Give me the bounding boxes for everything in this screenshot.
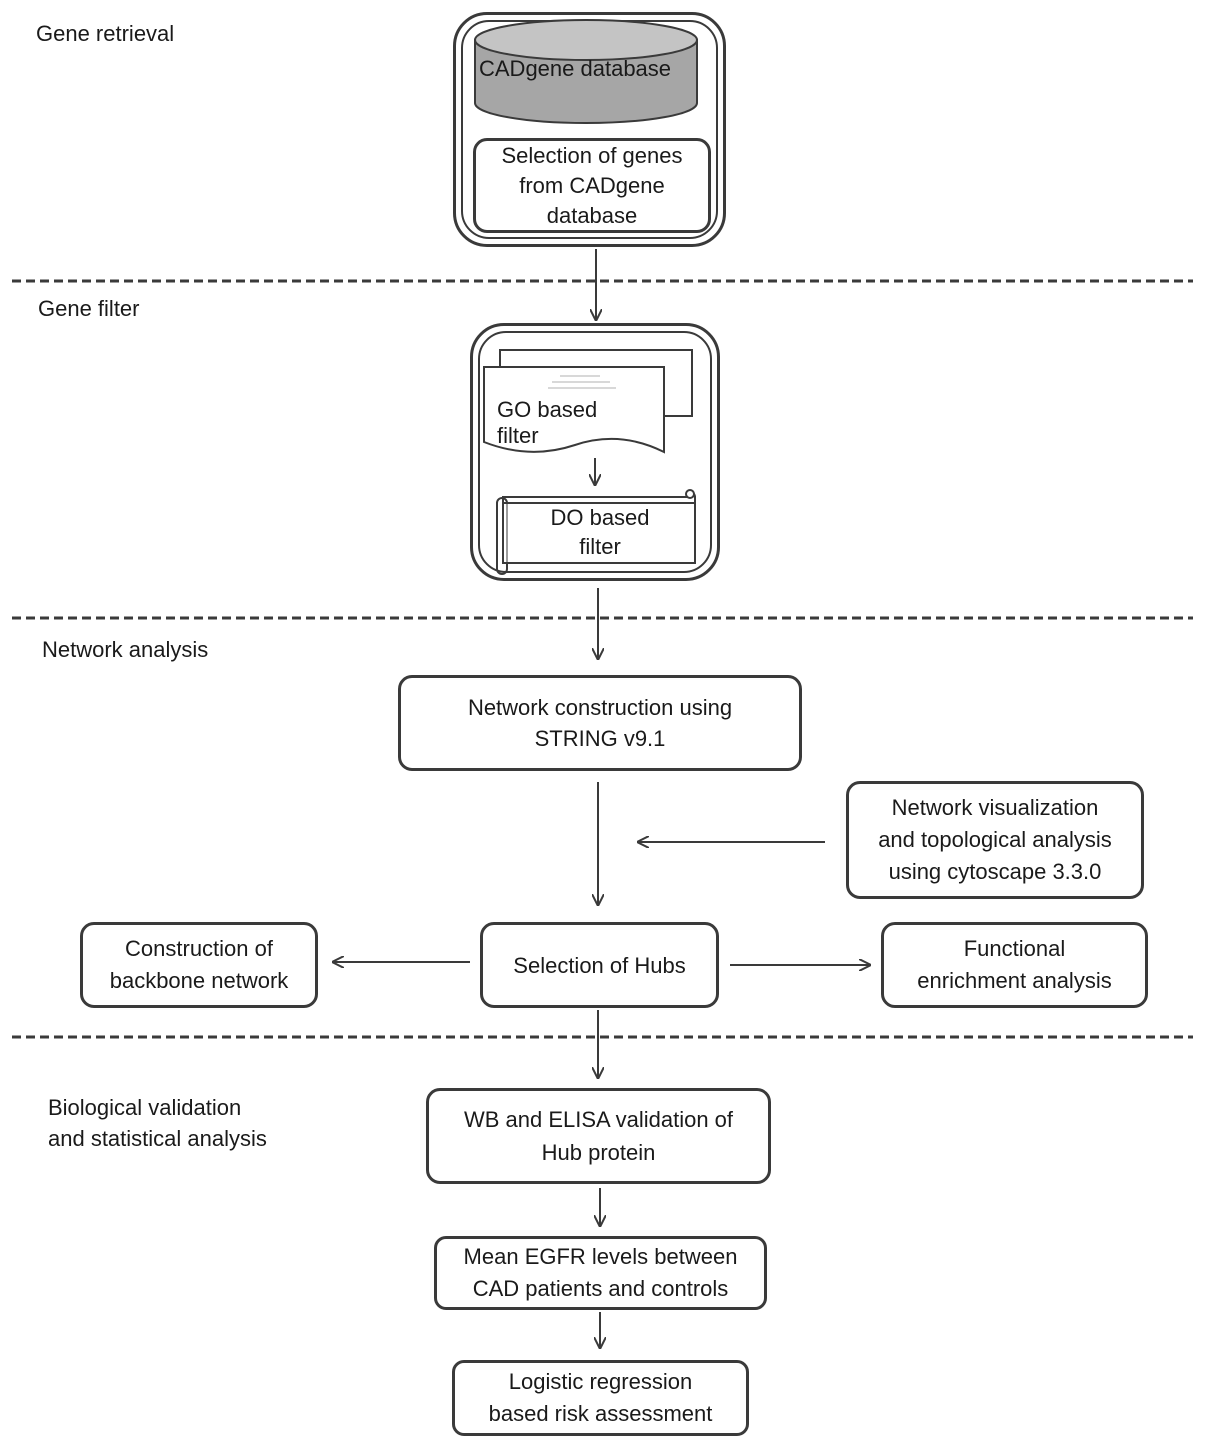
section-label-biological-validation: Biological validation and statistical an…: [48, 1095, 267, 1151]
database-icon: [474, 19, 698, 124]
logistic-regression-box: Logistic regression based risk assessmen…: [452, 1360, 749, 1436]
construction-backbone-box: Construction of backbone network: [80, 922, 318, 1008]
selection-of-genes-box: Selection of genes from CADgene database: [473, 138, 711, 233]
go-filter-document-icon: [483, 349, 693, 454]
network-visualization-box: Network visualization and topological an…: [846, 781, 1144, 899]
cadgene-database-label: CADgene database: [479, 56, 672, 81]
section-label-network-analysis: Network analysis: [42, 637, 209, 662]
do-filter-label: DO based filter: [550, 505, 650, 559]
selection-of-hubs-box: Selection of Hubs: [480, 922, 719, 1008]
section-label-gene-retrieval: Gene retrieval: [36, 21, 175, 46]
section-label-gene-filter: Gene filter: [38, 296, 140, 321]
go-filter-label: GO based filter: [497, 397, 598, 448]
wb-elisa-validation-box: WB and ELISA validation of Hub protein: [426, 1088, 771, 1184]
mean-egfr-levels-box: Mean EGFR levels between CAD patients an…: [434, 1236, 767, 1310]
network-construction-box: Network construction using STRING v9.1: [398, 675, 802, 771]
gene-filter-container: [470, 323, 720, 581]
do-filter-scroll-icon: [496, 489, 696, 575]
functional-enrichment-box: Functional enrichment analysis: [881, 922, 1148, 1008]
